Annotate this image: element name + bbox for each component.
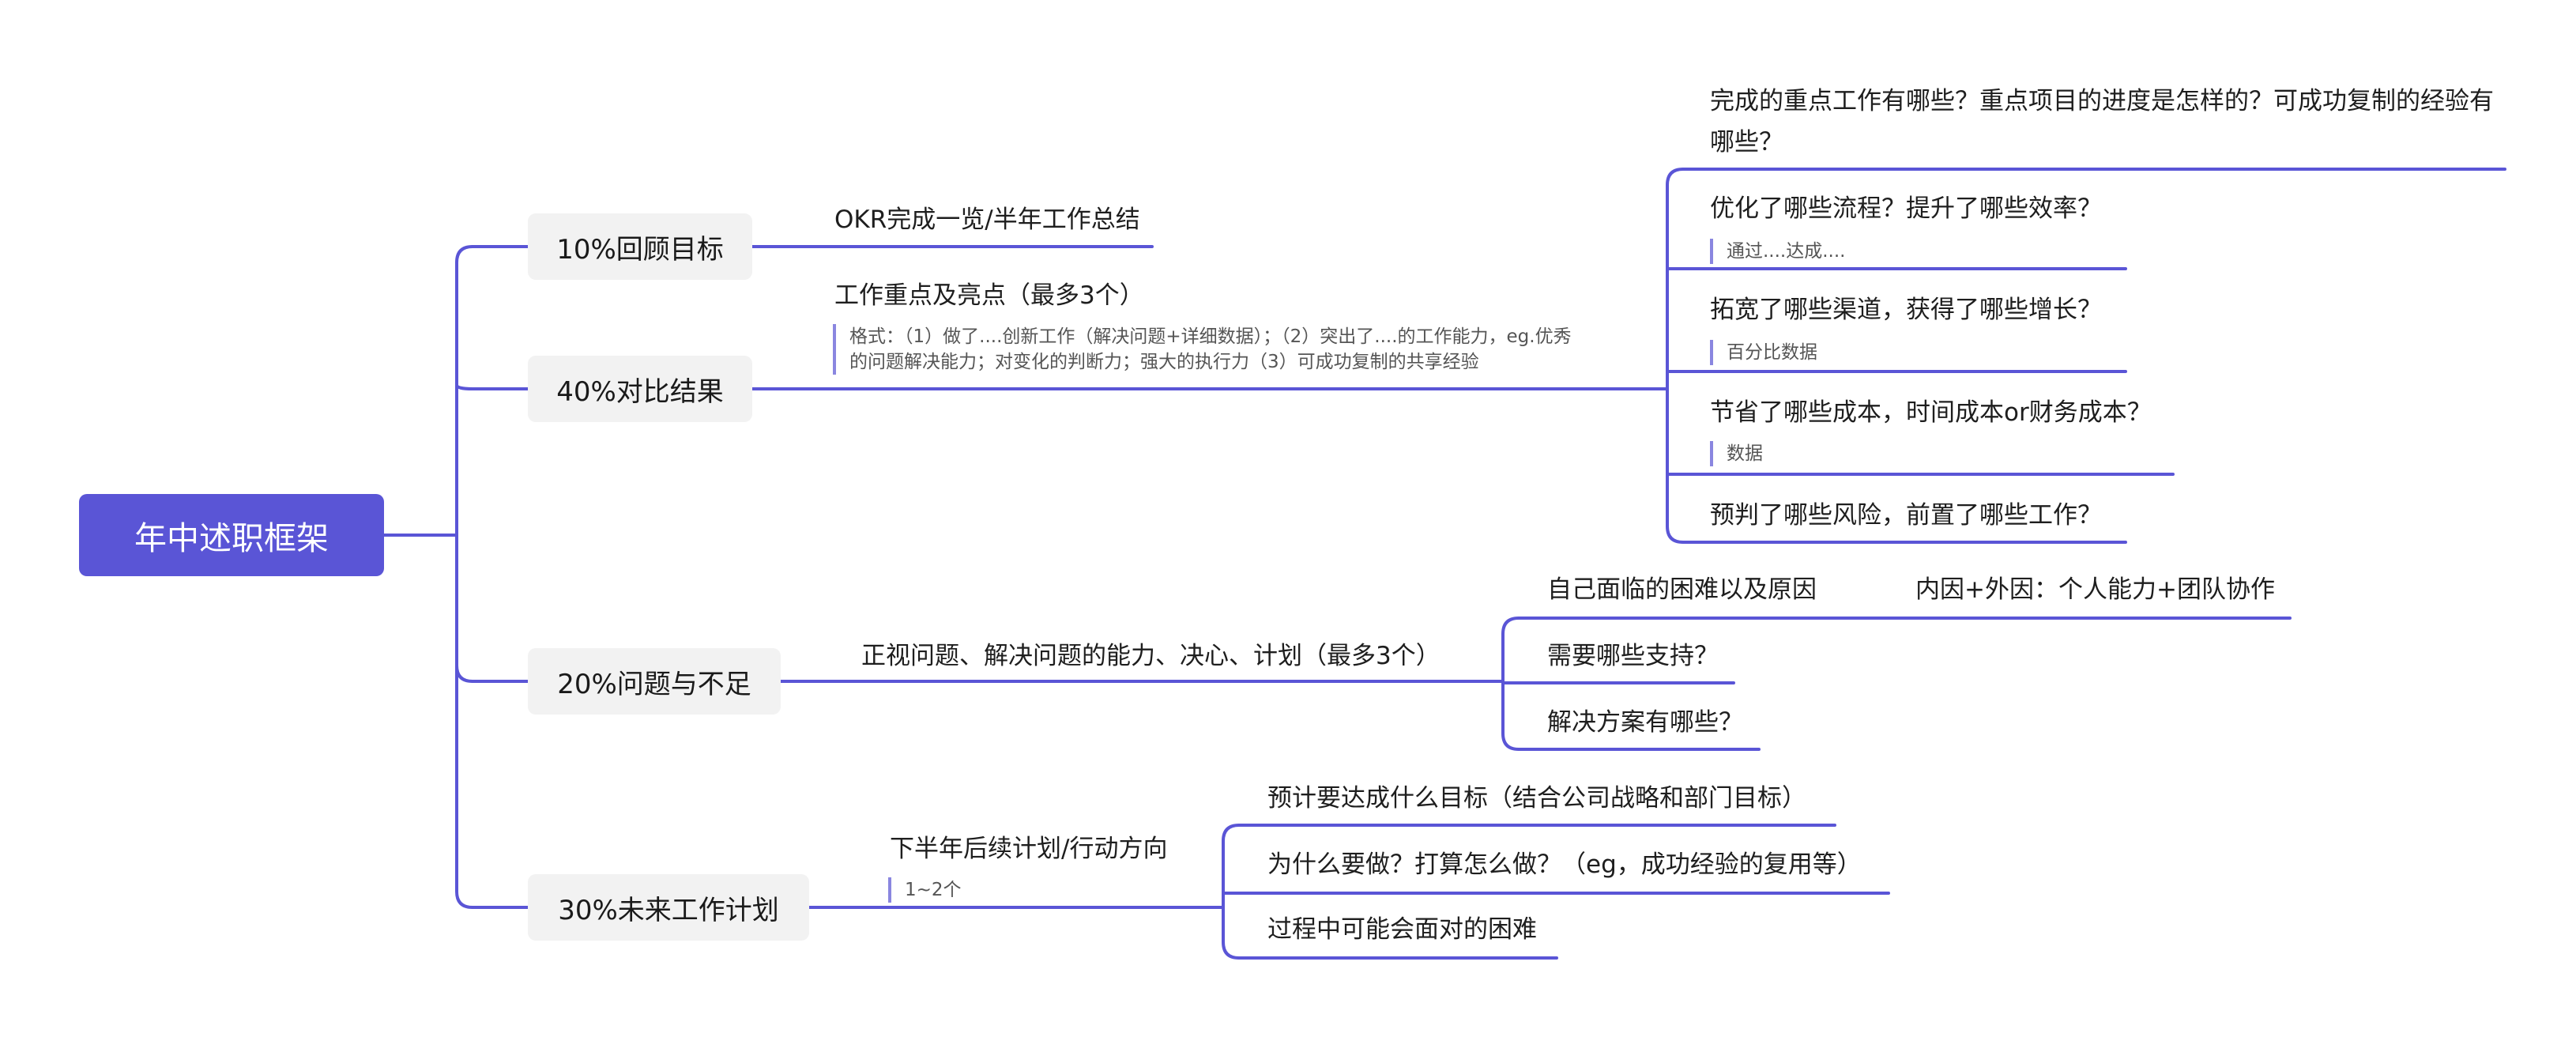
review-item[interactable]: OKR完成一览/半年工作总结 — [834, 206, 1140, 234]
results-child-note: 格式：（1）做了....创新工作（解决问题+详细数据）；（2）突出了....的工… — [833, 324, 1572, 375]
results-note-line-2: 的问题解决能力；对变化的判断力；强大的执行力（3）可成功复制的共享经验 — [849, 352, 1479, 372]
results-leaf-5[interactable]: 预判了哪些风险，前置了哪些工作？ — [1710, 501, 2102, 530]
issues-leaf-2[interactable]: 需要哪些支持？ — [1547, 642, 1719, 670]
root-label: 年中述职框架 — [134, 519, 329, 557]
results-child[interactable]: 工作重点及亮点（最多3个） — [834, 281, 1144, 310]
issues-leaf-1-child[interactable]: 内因+外因：个人能力+团队协作 — [1915, 575, 2275, 604]
results-leaf-3[interactable]: 拓宽了哪些渠道，获得了哪些增长？ — [1710, 296, 2102, 324]
topic-results-label: 40%对比结果 — [556, 375, 724, 408]
topic-results[interactable]: 40%对比结果 — [528, 356, 752, 422]
connector-results-branch — [1666, 168, 1685, 544]
plan-child-note: 1~2个 — [888, 877, 962, 903]
results-leaf-1[interactable]: 完成的重点工作有哪些？重点项目的进度是怎样的？可成功复制的经验有哪些？ — [1710, 87, 2494, 156]
topic-review[interactable]: 10%回顾目标 — [528, 213, 752, 280]
topic-review-label: 10%回顾目标 — [556, 233, 724, 266]
results-leaf-3-note: 百分比数据 — [1710, 340, 1817, 365]
results-leaf-2[interactable]: 优化了哪些流程？提升了哪些效率？ — [1710, 194, 2102, 223]
plan-leaf-2[interactable]: 为什么要做？打算怎么做？（eg，成功经验的复用等） — [1267, 850, 1862, 879]
topic-plan-label: 30%未来工作计划 — [558, 894, 779, 926]
results-leaf-4[interactable]: 节省了哪些成本，时间成本or财务成本？ — [1710, 398, 2152, 427]
connector-to-issues — [455, 664, 474, 683]
topic-issues[interactable]: 20%问题与不足 — [528, 648, 781, 715]
plan-leaf-1[interactable]: 预计要达成什么目标（结合公司战略和部门目标） — [1267, 784, 1806, 813]
topic-issues-label: 20%问题与不足 — [557, 668, 751, 700]
topic-plan[interactable]: 30%未来工作计划 — [528, 874, 809, 941]
plan-leaf-3[interactable]: 过程中可能会面对的困难 — [1267, 915, 1537, 944]
results-leaf-2-note: 通过....达成.... — [1710, 239, 1846, 264]
issues-leaf-3[interactable]: 解决方案有哪些？ — [1547, 708, 1743, 737]
root-node[interactable]: 年中述职框架 — [79, 494, 384, 576]
connector-main-branch — [455, 245, 474, 909]
results-leaf-4-note: 数据 — [1710, 441, 1763, 466]
connector-to-results — [455, 383, 474, 390]
issues-child[interactable]: 正视问题、解决问题的能力、决心、计划（最多3个） — [861, 642, 1441, 670]
issues-leaf-1[interactable]: 自己面临的困难以及原因 — [1547, 575, 1817, 604]
results-note-line-1: 格式：（1）做了....创新工作（解决问题+详细数据）；（2）突出了....的工… — [849, 326, 1572, 347]
plan-child[interactable]: 下半年后续计划/行动方向 — [890, 835, 1168, 863]
